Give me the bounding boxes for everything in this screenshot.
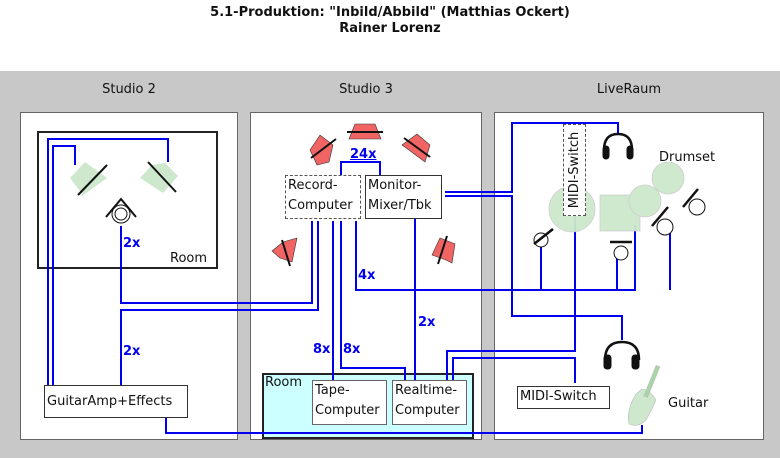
headphones-drums <box>602 132 634 160</box>
diagram-author: Rainer Lorenz <box>339 21 441 36</box>
wire-speakers-24x <box>340 161 381 176</box>
wire-monitor-headphones-guitar <box>445 195 623 340</box>
record-computer-line2: Computer <box>288 198 353 213</box>
multiplicity-studio2-amp: 2x <box>123 344 141 359</box>
multiplicity-realtime: 2x <box>418 315 436 330</box>
headphones-guitar <box>603 340 641 370</box>
drumset-label: Drumset <box>659 150 716 165</box>
record-computer-box[interactable]: Record- Computer <box>285 175 361 219</box>
studio3-title: Studio 3 <box>339 82 393 97</box>
wire-guitar-amp <box>165 407 643 434</box>
drum-tom-1 <box>628 184 662 218</box>
tape-computer-box[interactable]: Tape- Computer <box>312 380 387 425</box>
record-computer-line1: Record- <box>288 178 338 193</box>
wire-midi-switch <box>452 357 576 383</box>
speaker-right-surround <box>431 237 456 264</box>
drum-tom-2 <box>651 161 685 195</box>
wire-record-realtime <box>340 221 406 381</box>
liveraum-title: LiveRaum <box>596 82 662 97</box>
guitar-label: Guitar <box>668 396 709 411</box>
multiplicity-tape-b: 8x <box>343 342 361 357</box>
wire-guitaramp-record <box>120 221 319 385</box>
studio3-speakers <box>271 123 456 267</box>
wire-monitor-headphones-drums <box>445 122 619 193</box>
studio2-inner-room <box>37 131 218 269</box>
studio2-speaker-left <box>70 162 108 196</box>
liveraum-panel <box>494 112 764 440</box>
midi-switch-box[interactable]: MIDI-Switch <box>517 386 610 409</box>
realtime-computer-line2: Computer <box>395 403 460 418</box>
diagram-title: 5.1-Produktion: "Inbild/Abbild" (Matthia… <box>210 5 570 20</box>
realtime-computer-box[interactable]: Realtime- Computer <box>392 380 467 425</box>
multiplicity-tape-a: 8x <box>313 342 331 357</box>
wire-studio2-left-speaker <box>52 145 76 402</box>
realtime-computer-line1: Realtime- <box>395 383 458 398</box>
multiplicity-speakers: 24x <box>350 147 377 162</box>
studio2-title: Studio 2 <box>102 82 156 97</box>
studio3-room-label: Room <box>265 375 303 390</box>
tape-computer-line1: Tape- <box>315 383 350 398</box>
guitar-amp-box[interactable]: GuitarAmp+Effects <box>44 385 188 418</box>
midi-switch-vertical-box[interactable]: MIDI-Switch <box>563 124 586 216</box>
monitor-mixer-box[interactable]: Monitor- Mixer/Tbk <box>365 175 442 219</box>
wire-drum-mics <box>355 221 636 291</box>
drum-mics <box>533 188 706 261</box>
wire-studio2-right-speaker <box>47 138 169 402</box>
midi-switch-vertical-label: MIDI-Switch <box>566 131 582 209</box>
wire-midi-switch-vertical <box>446 215 576 381</box>
studio2-mic <box>105 197 137 224</box>
monitor-mixer-line1: Monitor- <box>368 178 422 193</box>
wires <box>47 122 671 434</box>
studio2-speaker-right <box>140 161 178 193</box>
multiplicity-drum-mics: 4x <box>358 268 376 283</box>
tape-computer-line2: Computer <box>315 403 380 418</box>
wire-studio2-mic <box>120 221 313 304</box>
monitor-mixer-line2: Mixer/Tbk <box>368 198 432 213</box>
studio2-room-label: Room <box>170 251 208 266</box>
guitar-icon <box>628 365 661 426</box>
multiplicity-studio2-mic: 2x <box>123 236 141 251</box>
